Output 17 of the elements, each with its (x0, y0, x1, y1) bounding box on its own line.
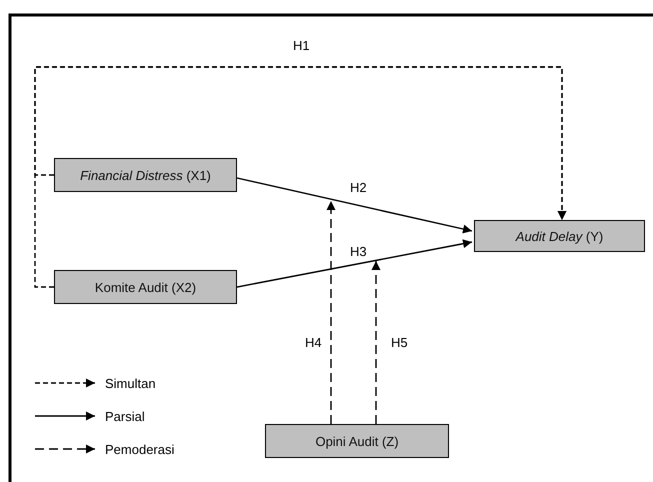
arrow (34, 66, 566, 288)
variable-box: Opini Audit (Z) (265, 424, 449, 458)
arrow (236, 239, 472, 288)
legend-text: Simultan (105, 376, 156, 391)
arrow (372, 261, 380, 424)
edge-label: H5 (389, 335, 410, 350)
variable-box: Audit Delay (Y) (474, 220, 645, 252)
edge-label: H1 (291, 38, 312, 53)
variable-box: Komite Audit (X2) (54, 270, 237, 304)
legend-text: Parsial (105, 409, 145, 424)
edge-label: H4 (303, 335, 324, 350)
edge-label: H2 (348, 180, 369, 195)
legend-text: Pemoderasi (105, 442, 174, 457)
edge-label: H3 (348, 244, 369, 259)
arrow (326, 201, 336, 424)
arrow (236, 177, 472, 234)
variable-box: Financial Distress (X1) (54, 158, 237, 192)
